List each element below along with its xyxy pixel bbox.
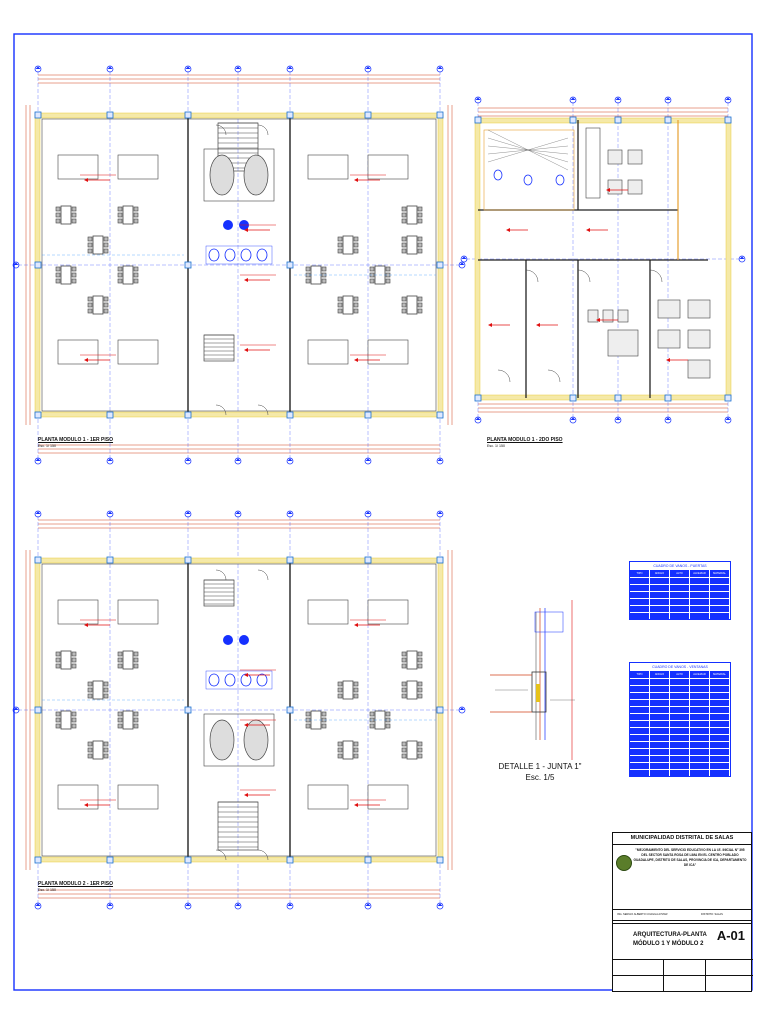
municipal-seal-icon	[616, 855, 632, 871]
plan-2-scale: Esc. 1/ 150	[487, 444, 505, 448]
detail-title: DETALLE 1 - JUNTA 1"	[498, 762, 582, 771]
col-alto: ALTO	[670, 671, 690, 678]
detail-junta-drawing	[490, 600, 575, 760]
col-tipo: TIPO	[630, 570, 650, 577]
title-block-cells	[613, 959, 753, 991]
window-schedule-rows	[630, 678, 730, 776]
engineer-name: ING. SERGIO ALBERTO COAGILA AYMAR	[617, 913, 668, 916]
window-schedule-row	[630, 762, 730, 769]
sheet-title-line-1: ARQUITECTURA-PLANTA	[633, 932, 707, 938]
col-alto: ALTO	[670, 570, 690, 577]
col-alfeizar: ALFEIZAR	[690, 570, 710, 577]
door-schedule-header: TIPO ANCHO ALTO ALFEIZAR MATERIAL	[630, 570, 730, 577]
window-schedule-row	[630, 755, 730, 762]
window-schedule-row	[630, 720, 730, 727]
door-schedule-row	[630, 612, 730, 619]
col-ancho: ANCHO	[650, 671, 670, 678]
col-ancho: ANCHO	[650, 570, 670, 577]
window-schedule-header: TIPO ANCHO ALTO ALFEIZAR MATERIAL	[630, 671, 730, 678]
col-tipo: TIPO	[630, 671, 650, 678]
detail-scale: Esc. 1/5	[525, 773, 555, 782]
door-schedule-row	[630, 591, 730, 598]
col-alfeizar: ALFEIZAR	[690, 671, 710, 678]
window-schedule-caption: CUADRO DE VANOS - VENTANAS	[630, 663, 730, 671]
municipality-name: MUNICIPALIDAD DISTRITAL DE SALAS	[613, 833, 751, 845]
door-schedule-table: CUADRO DE VANOS - PUERTAS TIPO ANCHO ALT…	[629, 561, 731, 620]
window-schedule-row	[630, 734, 730, 741]
col-material: MATERIAL	[710, 671, 730, 678]
window-schedule-row	[630, 769, 730, 776]
plan-modulo-1-2do-piso	[460, 96, 746, 424]
window-schedule-row	[630, 699, 730, 706]
plan-3-title: PLANTA MODULO 2 - 1ER PISO	[38, 881, 114, 887]
plan-modulo-2-1er-piso	[12, 510, 466, 910]
location-label: DISTRITO: SALAS	[701, 913, 723, 916]
door-schedule-row	[630, 598, 730, 605]
title-block: MUNICIPALIDAD DISTRITAL DE SALAS "MEJORA…	[612, 832, 753, 992]
plan-modulo-1-1er-piso	[12, 65, 466, 465]
window-schedule-row	[630, 748, 730, 755]
window-schedule-row	[630, 685, 730, 692]
plan-3-scale: Esc. 1/ 150	[38, 888, 56, 892]
window-schedule-row	[630, 727, 730, 734]
window-schedule-row	[630, 706, 730, 713]
window-schedule-row	[630, 741, 730, 748]
plan-1-title: PLANTA MODULO 1 - 1ER PISO	[38, 437, 114, 443]
door-schedule-row	[630, 577, 730, 584]
window-schedule-row	[630, 713, 730, 720]
plan-1-scale: Esc. 1/ 150	[38, 444, 56, 448]
window-schedule-table: CUADRO DE VANOS - VENTANAS TIPO ANCHO AL…	[629, 662, 731, 777]
door-schedule-caption: CUADRO DE VANOS - PUERTAS	[630, 562, 730, 570]
engineer-row: ING. SERGIO ALBERTO COAGILA AYMAR DISTRI…	[613, 909, 751, 921]
door-schedule-row	[630, 605, 730, 612]
door-schedule-row	[630, 584, 730, 591]
sheet-number: A-01	[716, 928, 745, 943]
sheet-title-area: ARQUITECTURA-PLANTA MÓDULO 1 Y MÓDULO 2 …	[613, 923, 751, 958]
sheet-border	[13, 33, 753, 991]
col-material: MATERIAL	[710, 570, 730, 577]
project-description: "MEJORAMIENTO DEL SERVICIO EDUCATIVO EN …	[633, 848, 747, 867]
window-schedule-row	[630, 678, 730, 685]
window-schedule-row	[630, 692, 730, 699]
door-schedule-rows	[630, 577, 730, 619]
sheet-title-line-2: MÓDULO 1 Y MÓDULO 2	[633, 941, 704, 947]
plan-2-title: PLANTA MODULO 1 - 2DO PISO	[487, 437, 563, 443]
